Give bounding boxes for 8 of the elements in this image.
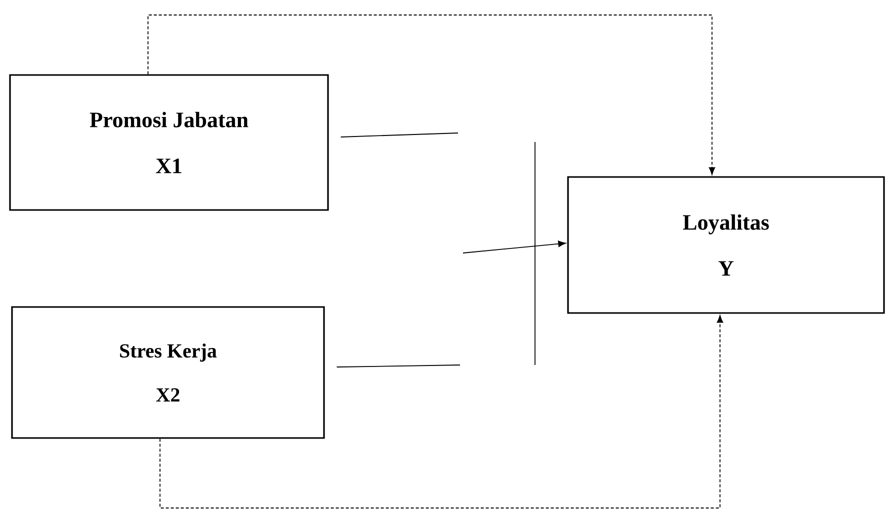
variable-box: Promosi Jabatan X1: [9, 74, 329, 211]
line: [340, 132, 458, 138]
arrow: [462, 240, 566, 254]
line: [336, 364, 460, 368]
variable-box: Loyalitas Y: [567, 176, 885, 314]
variable-box: Stres Kerja X2: [11, 306, 325, 439]
dashed-arrow: [148, 14, 716, 175]
dashed-arrow: [160, 315, 724, 508]
